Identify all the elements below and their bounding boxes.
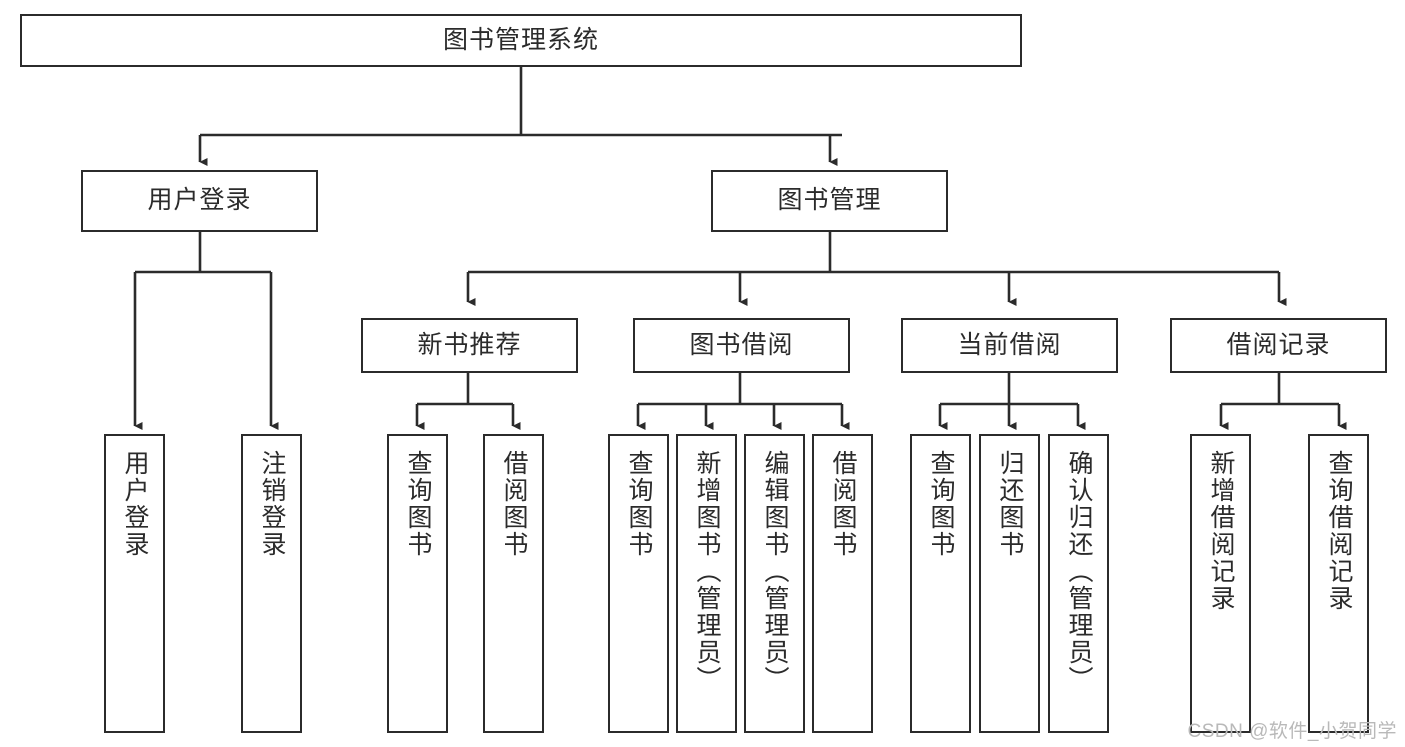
node-label: 借阅图书 <box>500 450 528 558</box>
node-label: 借阅图书 <box>829 450 857 558</box>
node-label: 查询图书 <box>404 450 432 558</box>
leaf-current-query-book[interactable]: 查询图书 <box>910 434 971 733</box>
node-label: 归还图书 <box>996 450 1024 558</box>
node-label: 图书管理 <box>777 186 882 215</box>
leaf-borrow-edit-book-admin[interactable]: 编辑图书（管理员） <box>744 434 805 733</box>
node-label: 用户登录 <box>121 450 149 558</box>
node-label: 借阅记录 <box>1226 330 1331 359</box>
node-label: 新增借阅记录 <box>1207 450 1235 612</box>
leaf-user-logout[interactable]: 注销登录 <box>241 434 302 733</box>
node-label: 新增图书（管理员） <box>693 450 721 693</box>
node-label: 图书借阅 <box>689 330 794 359</box>
leaf-user-login[interactable]: 用户登录 <box>104 434 165 733</box>
node-new-book-recommend[interactable]: 新书推荐 <box>361 318 578 373</box>
leaf-borrow-borrow-book[interactable]: 借阅图书 <box>812 434 873 733</box>
leaf-recommend-borrow-book[interactable]: 借阅图书 <box>483 434 544 733</box>
node-label: 查询图书 <box>625 450 653 558</box>
node-label: 图书管理系统 <box>442 25 599 54</box>
node-label: 注销登录 <box>258 450 286 558</box>
node-borrow-record[interactable]: 借阅记录 <box>1170 318 1387 373</box>
node-book-borrow[interactable]: 图书借阅 <box>633 318 850 373</box>
node-label: 新书推荐 <box>417 330 522 359</box>
leaf-current-return-book[interactable]: 归还图书 <box>979 434 1040 733</box>
node-label: 查询借阅记录 <box>1325 450 1353 612</box>
node-label: 查询图书 <box>927 450 955 558</box>
leaf-borrow-add-book-admin[interactable]: 新增图书（管理员） <box>676 434 737 733</box>
node-root-system[interactable]: 图书管理系统 <box>20 14 1022 67</box>
leaf-record-query-record[interactable]: 查询借阅记录 <box>1308 434 1369 733</box>
node-user-login[interactable]: 用户登录 <box>81 170 318 232</box>
node-label: 用户登录 <box>147 186 252 215</box>
node-current-borrow[interactable]: 当前借阅 <box>901 318 1118 373</box>
leaf-current-confirm-return-admin[interactable]: 确认归还（管理员） <box>1048 434 1109 733</box>
node-label: 确认归还（管理员） <box>1065 450 1093 693</box>
node-label: 当前借阅 <box>957 330 1062 359</box>
node-label: 编辑图书（管理员） <box>761 450 789 693</box>
leaf-borrow-query-book[interactable]: 查询图书 <box>608 434 669 733</box>
watermark-text: CSDN @软件_小贺同学 <box>1187 721 1397 742</box>
node-book-management[interactable]: 图书管理 <box>711 170 948 232</box>
leaf-recommend-query-book[interactable]: 查询图书 <box>387 434 448 733</box>
leaf-record-add-record[interactable]: 新增借阅记录 <box>1190 434 1251 733</box>
